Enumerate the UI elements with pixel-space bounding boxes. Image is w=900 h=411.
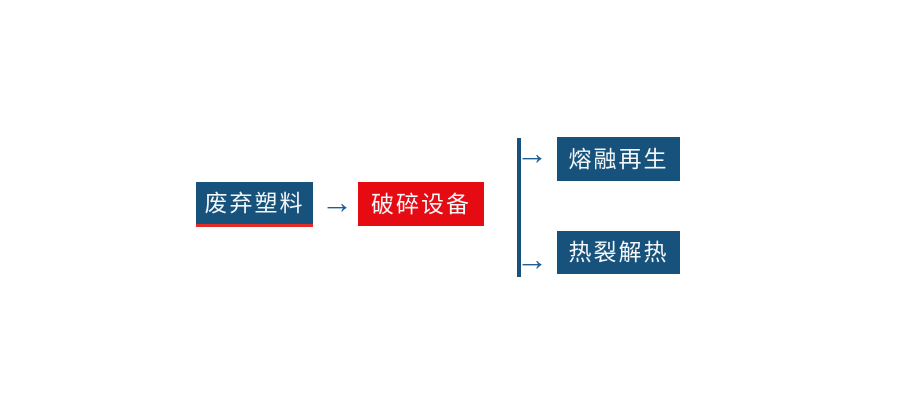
node-crushing-equipment-label: 破碎设备: [371, 190, 471, 217]
branch-arrow-bottom-icon: →: [516, 241, 548, 277]
node-pyrolysis-heat: 热裂解热: [557, 231, 680, 274]
flow-arrow-right-icon: →: [321, 184, 353, 220]
node-melt-regeneration-label: 熔融再生: [568, 145, 669, 172]
branch-connector-line: [517, 138, 521, 277]
node-melt-regeneration: 熔融再生: [557, 137, 680, 181]
node-crushing-equipment: 破碎设备: [358, 182, 484, 226]
node-waste-plastic: 废弃塑料: [196, 182, 313, 227]
node-waste-plastic-label: 废弃塑料: [204, 189, 305, 216]
branch-arrow-top-icon: →: [516, 135, 548, 171]
node-pyrolysis-heat-label: 热裂解热: [568, 239, 669, 265]
